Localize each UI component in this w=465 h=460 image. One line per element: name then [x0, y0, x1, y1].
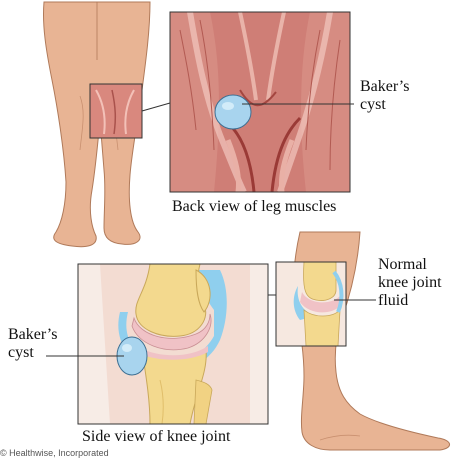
- back-inset-box: [89, 83, 143, 139]
- side-inset-box: [275, 261, 347, 347]
- back-connector-line: [141, 102, 171, 112]
- normal-fluid-label: Normal knee joint fluid: [378, 256, 442, 309]
- bakers-cyst-side-label: Baker’s cyst: [8, 326, 58, 361]
- copyright-text: © Healthwise, Incorporated: [0, 448, 109, 458]
- side-knee-panel: [77, 263, 269, 425]
- back-view-caption: Back view of leg muscles: [172, 198, 337, 215]
- side-view-caption: Side view of knee joint: [82, 428, 231, 445]
- back-muscle-panel: [169, 11, 351, 193]
- bakers-cyst-back: [214, 94, 252, 130]
- bakers-cyst-top-label: Baker’s cyst: [360, 78, 410, 113]
